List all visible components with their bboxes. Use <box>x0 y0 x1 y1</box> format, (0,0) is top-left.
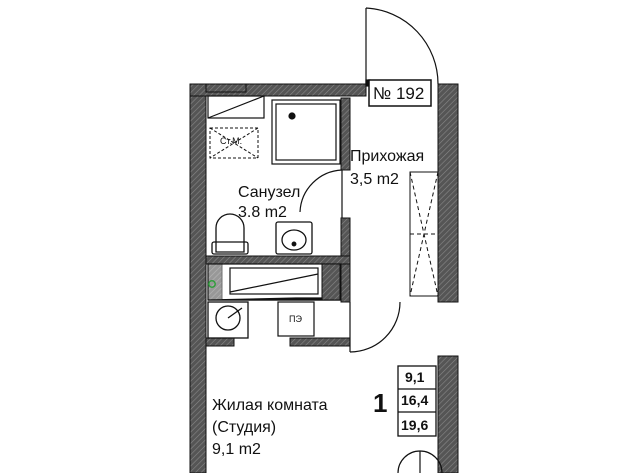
living-area: 9,1 m2 <box>212 441 261 458</box>
partition-bottom-right <box>289 337 351 347</box>
area-total: 16,4 <box>401 392 429 408</box>
area-summary-box <box>397 365 437 437</box>
washing-machine <box>209 127 259 159</box>
partition-bottom-left <box>205 337 235 347</box>
bathroom-door <box>299 169 343 218</box>
toilet <box>211 213 249 255</box>
right-wall-upper <box>437 83 459 303</box>
washer-tag: Ст.М. <box>220 136 243 146</box>
right-wall-lower <box>437 355 459 473</box>
kitchen-sink <box>207 301 249 339</box>
apartment-number-box <box>368 79 432 107</box>
exterior-walls <box>189 83 459 473</box>
partition-horizontal-mid <box>205 255 351 265</box>
rooms-count: 1 <box>373 388 388 418</box>
wardrobe <box>409 171 439 297</box>
living-name-line2: (Студия) <box>212 419 277 436</box>
hallway-name: Прихожая <box>350 148 425 165</box>
left-wall <box>189 83 207 473</box>
living-name-line1: Жилая комната <box>212 397 328 414</box>
area-living: 9,1 <box>405 369 425 385</box>
balcony-door <box>397 450 443 473</box>
bathroom-name: Санузел <box>238 184 301 201</box>
hallway-area: 3,5 m2 <box>350 171 399 188</box>
apartment-number: № 192 <box>373 84 425 103</box>
interior-partitions <box>205 83 351 347</box>
bathroom-area: 3.8 m2 <box>238 204 287 221</box>
bathtub <box>207 263 341 301</box>
living-door <box>349 301 401 353</box>
bath-step <box>321 263 341 301</box>
entrance-door <box>365 7 439 87</box>
electric-stove <box>277 301 315 337</box>
utility-cabinet <box>207 95 265 119</box>
shower-cabin <box>271 99 341 165</box>
partition-shower-right <box>340 97 351 171</box>
stove-tag: ПЭ <box>289 314 302 324</box>
area-total-with-balcony: 19,6 <box>401 417 429 433</box>
partition-bath-top <box>205 83 247 93</box>
bath-drain <box>208 280 216 288</box>
sink <box>275 221 313 255</box>
